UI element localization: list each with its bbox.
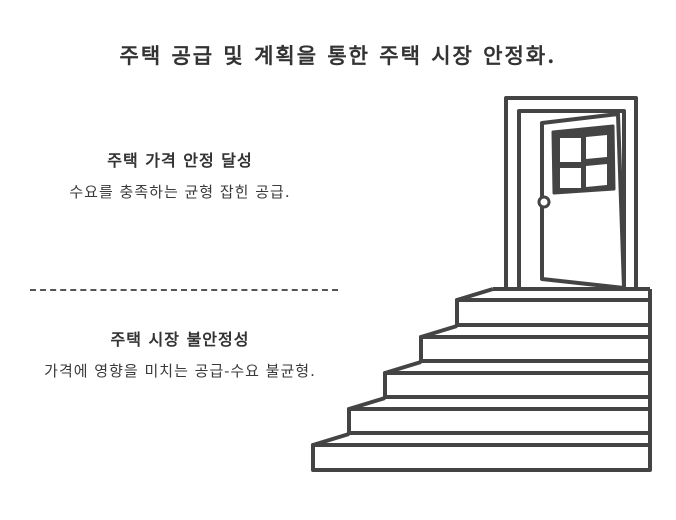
goal-block: 주택 가격 안정 달성 수요를 충족하는 균형 잡힌 공급. xyxy=(20,147,340,203)
open-door-icon xyxy=(504,96,638,290)
dashed-divider xyxy=(30,289,338,291)
staircase-icon xyxy=(311,287,652,472)
door-outer-frame xyxy=(504,96,638,289)
problem-heading: 주택 시장 불안정성 xyxy=(110,330,250,349)
door-inner-frame xyxy=(517,109,626,289)
goal-heading: 주택 가격 안정 달성 xyxy=(107,151,253,170)
page-title: 주택 공급 및 계획을 통한 주택 시장 안정화. xyxy=(119,43,557,68)
problem-block: 주택 시장 불안정성 가격에 영향을 미치는 공급-수요 불균형. xyxy=(20,326,340,382)
door-knob xyxy=(537,195,551,209)
goal-text: 수요를 충족하는 균형 잡힌 공급. xyxy=(69,183,291,201)
problem-text: 가격에 영향을 미치는 공급-수요 불균형. xyxy=(44,362,316,380)
